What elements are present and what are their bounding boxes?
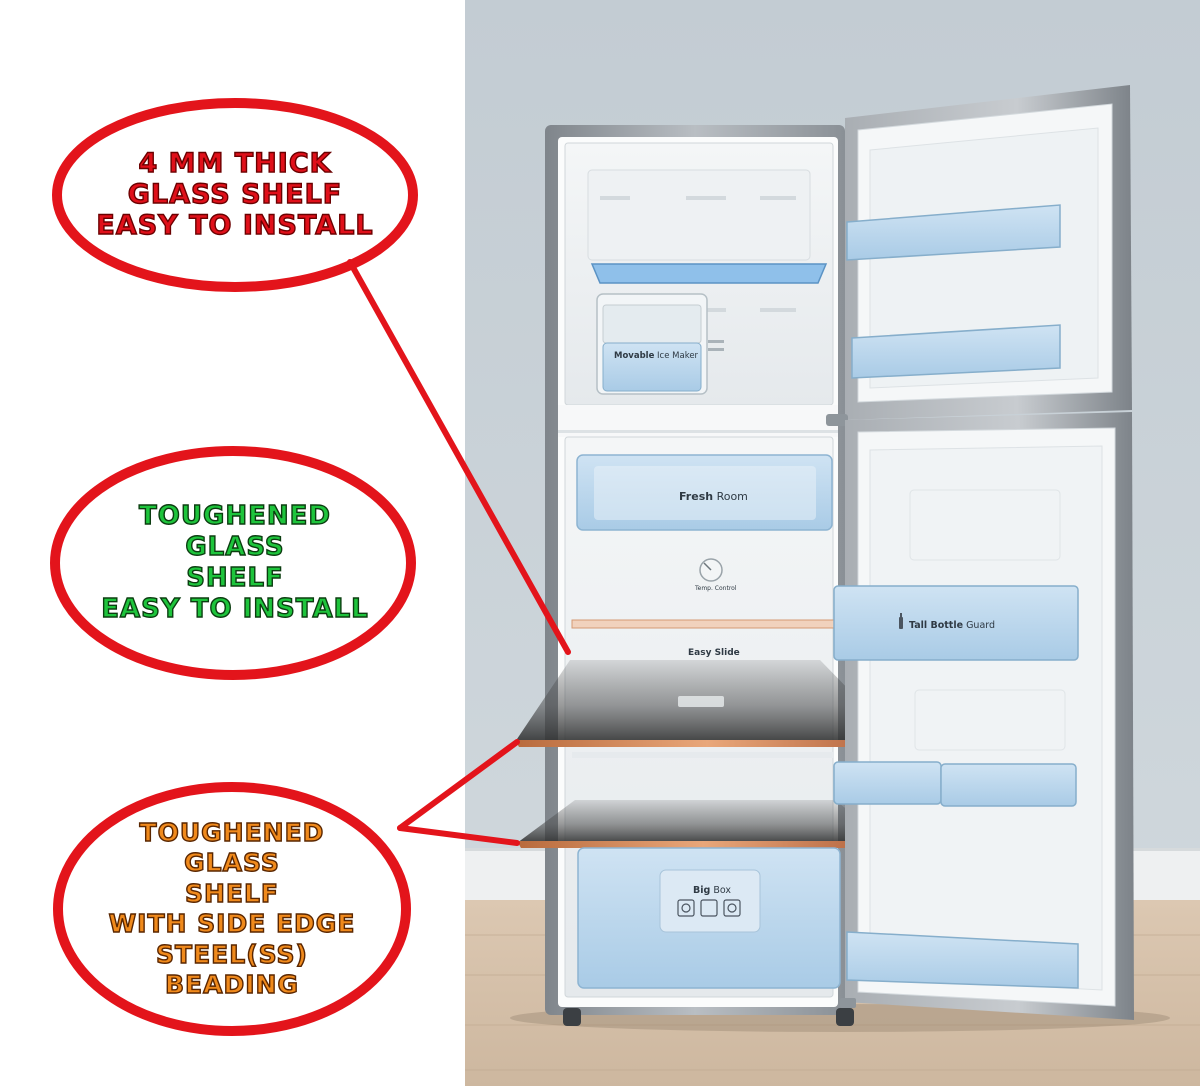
ice-maker-label: Movable Ice Maker — [614, 351, 699, 361]
callout-1-line-2: GLASS SHELF — [127, 178, 343, 210]
callout-2-line-2: GLASS — [185, 531, 285, 562]
big-box-label: Big Box — [693, 885, 731, 896]
tall-bottle-guard-bin — [833, 585, 1079, 661]
easy-slide-label: Easy Slide — [688, 648, 740, 658]
door-bin-bottom — [846, 931, 1079, 989]
door-bin-middle-right — [940, 763, 1077, 807]
callout-3-line-5: STEEL(SS) — [155, 939, 308, 969]
callout-3-line-1: TOUGHENED — [139, 817, 325, 847]
callout-ring-2 — [50, 446, 416, 680]
leader-line-2b — [397, 825, 520, 846]
leader-line-1 — [347, 259, 571, 655]
leader-line-2a — [397, 739, 520, 831]
callout-2-line-3: SHELF — [186, 562, 284, 593]
callout-ring-3 — [53, 782, 411, 1036]
callout-2-line-4: EASY TO INSTALL — [101, 593, 369, 624]
callout-1-line-1: 4 MM THICK — [138, 147, 332, 179]
callout-4mm-thick-glass-shelf: 4 MM THICK GLASS SHELF EASY TO INSTALL — [55, 112, 415, 277]
fresh-room-label: Fresh Room — [679, 490, 748, 503]
callout-toughened-glass-shelf: TOUGHENED GLASS SHELF EASY TO INSTALL — [55, 458, 415, 668]
callout-3-line-6: BEADING — [164, 969, 299, 999]
freezer-door-bin-bottom — [851, 324, 1061, 379]
callout-steel-beading-glass-shelf: TOUGHENED GLASS SHELF WITH SIDE EDGE STE… — [62, 798, 402, 1020]
callout-2-line-1: TOUGHENED — [138, 500, 331, 531]
callout-3-line-3: SHELF — [184, 878, 279, 908]
freezer-door-bin-top — [846, 204, 1061, 261]
callout-3-line-4: WITH SIDE EDGE — [108, 908, 356, 938]
callout-1-line-3: EASY TO INSTALL — [96, 209, 374, 241]
temp-control-label: Temp. Control — [694, 585, 737, 592]
glass-shelf-lower — [517, 800, 890, 843]
callout-ring-1 — [52, 98, 418, 292]
callout-3-line-2: GLASS — [183, 847, 280, 877]
tall-bottle-guard-label: Tall Bottle Guard — [909, 620, 995, 631]
